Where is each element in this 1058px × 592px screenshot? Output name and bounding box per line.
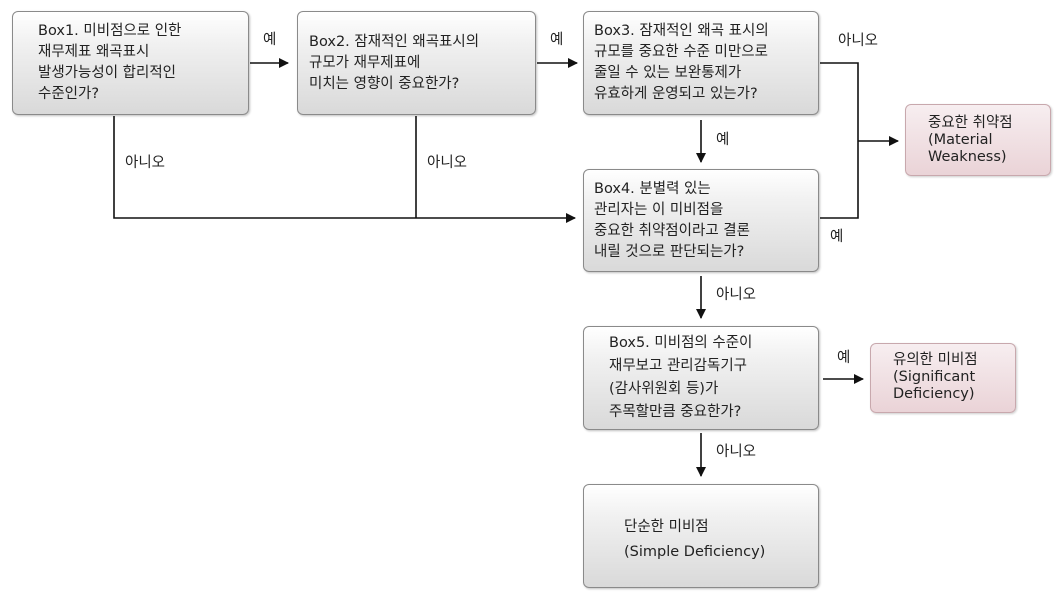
box5-line: Box5. 미비점의 수준이 [609,335,753,351]
label-box3-no: 아니오 [838,33,879,49]
box2-line: Box2. 잠재적인 왜곡표시의 [309,34,480,50]
box1-line: 발생가능성이 합리적인 [38,65,177,81]
material-weakness-line: (Material [928,132,993,148]
box4-line: 내릴 것으로 판단되는가? [594,244,745,260]
box4-line: 관리자는 이 미비점을 [594,202,724,218]
box5-line: 주목할만큼 중요한가? [609,404,742,420]
label-box3-yes: 예 [716,132,730,148]
box3-line: Box3. 잠재적인 왜곡 표시의 [594,23,769,39]
line-box3-no [820,62,859,219]
label-box1-yes: 예 [263,32,277,48]
material-weakness-box: 중요한 취약점 (Material Weakness) [905,104,1051,176]
label-box1-no: 아니오 [125,155,166,171]
label-box2-no: 아니오 [427,155,468,171]
box1-line: Box1. 미비점으로 인한 [38,23,182,39]
box1-line: 수준인가? [38,86,100,102]
box2-line: 규모가 재무제표에 [309,55,421,71]
label-box2-yes: 예 [550,32,564,48]
box2: Box2. 잠재적인 왜곡표시의 규모가 재무제표에 미치는 영향이 중요한가? [297,11,536,115]
box3-line: 줄일 수 있는 보완통제가 [594,65,742,81]
box1: Box1. 미비점으로 인한 재무제표 왜곡표시 발생가능성이 합리적인 수준인… [12,11,249,115]
line-box1-no [113,116,416,219]
box5-line: 재무보고 관리감독기구 [609,358,748,374]
box5-line: (감사위원회 등)가 [609,381,719,397]
box4-line: 중요한 취약점이라고 결론 [594,223,750,239]
box2-line: 미치는 영향이 중요한가? [309,76,460,92]
material-weakness-line: 중요한 취약점 [928,115,1013,131]
box3-line: 규모를 중요한 수준 미만으로 [594,44,768,60]
label-box4-yes: 예 [830,229,844,245]
label-box5-yes: 예 [837,350,851,366]
simple-deficiency-box: 단순한 미비점 (Simple Deficiency) [583,484,819,588]
box1-line: 재무제표 왜곡표시 [38,44,150,60]
box3-line: 유효하게 운영되고 있는가? [594,86,758,102]
material-weakness-line: Weakness) [928,149,1007,165]
box5: Box5. 미비점의 수준이 재무보고 관리감독기구 (감사위원회 등)가 주목… [583,326,819,430]
significant-deficiency-line: 유의한 미비점 [893,352,978,368]
label-box4-no: 아니오 [716,287,757,303]
box4-line: Box4. 분별력 있는 [594,181,711,197]
significant-deficiency-line: (Significant [893,369,976,385]
label-box5-no: 아니오 [716,444,757,460]
box3: Box3. 잠재적인 왜곡 표시의 규모를 중요한 수준 미만으로 줄일 수 있… [583,11,819,115]
significant-deficiency-box: 유의한 미비점 (Significant Deficiency) [870,343,1016,413]
simple-deficiency-line: 단순한 미비점 [624,519,709,535]
box4: Box4. 분별력 있는 관리자는 이 미비점을 중요한 취약점이라고 결론 내… [583,169,819,272]
simple-deficiency-line: (Simple Deficiency) [624,544,766,560]
significant-deficiency-line: Deficiency) [893,386,975,402]
